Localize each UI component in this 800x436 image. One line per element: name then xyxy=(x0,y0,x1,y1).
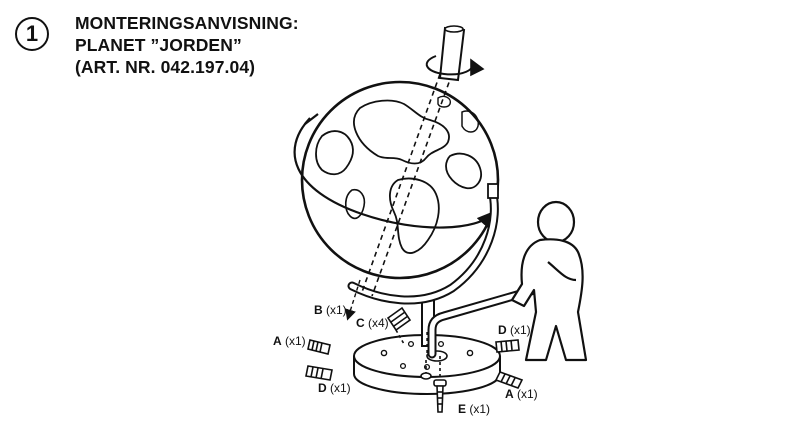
globe-sphere xyxy=(300,80,500,280)
part-label-a-right: A (x1) xyxy=(505,387,538,401)
title-line-3: (ART. NR. 042.197.04) xyxy=(75,57,256,77)
part-label-a-left: A (x1) xyxy=(273,334,306,348)
instruction-title: MONTERINGSANVISNING: PLANET ”JORDEN” (AR… xyxy=(75,12,299,78)
part-label-d-right: D (x1) xyxy=(498,323,531,337)
person-figure xyxy=(510,200,588,362)
bolt-a-left xyxy=(307,339,331,355)
bolt-d-left xyxy=(305,365,333,381)
screw-c-top xyxy=(386,306,412,345)
part-label-e: E (x1) xyxy=(458,402,490,416)
axis-rod xyxy=(361,25,466,297)
title-line-1: MONTERINGSANVISNING: xyxy=(75,13,299,33)
step-number-badge: 1 xyxy=(15,17,49,51)
crank-tool xyxy=(426,273,581,359)
part-label-d-left: D (x1) xyxy=(318,381,351,395)
rod-rotation-arrow xyxy=(425,55,485,77)
title-line-2: PLANET ”JORDEN” xyxy=(75,35,242,55)
globe-rotation-arrow xyxy=(293,113,495,230)
screw-e-bottom xyxy=(420,356,447,413)
step-number: 1 xyxy=(25,21,39,46)
part-label-c: C (x4) xyxy=(356,316,389,330)
part-label-b: B (x1) xyxy=(314,303,347,317)
bolt-d-right xyxy=(495,339,520,353)
bolt-a-right xyxy=(494,371,524,389)
meridian-arc xyxy=(347,183,499,305)
